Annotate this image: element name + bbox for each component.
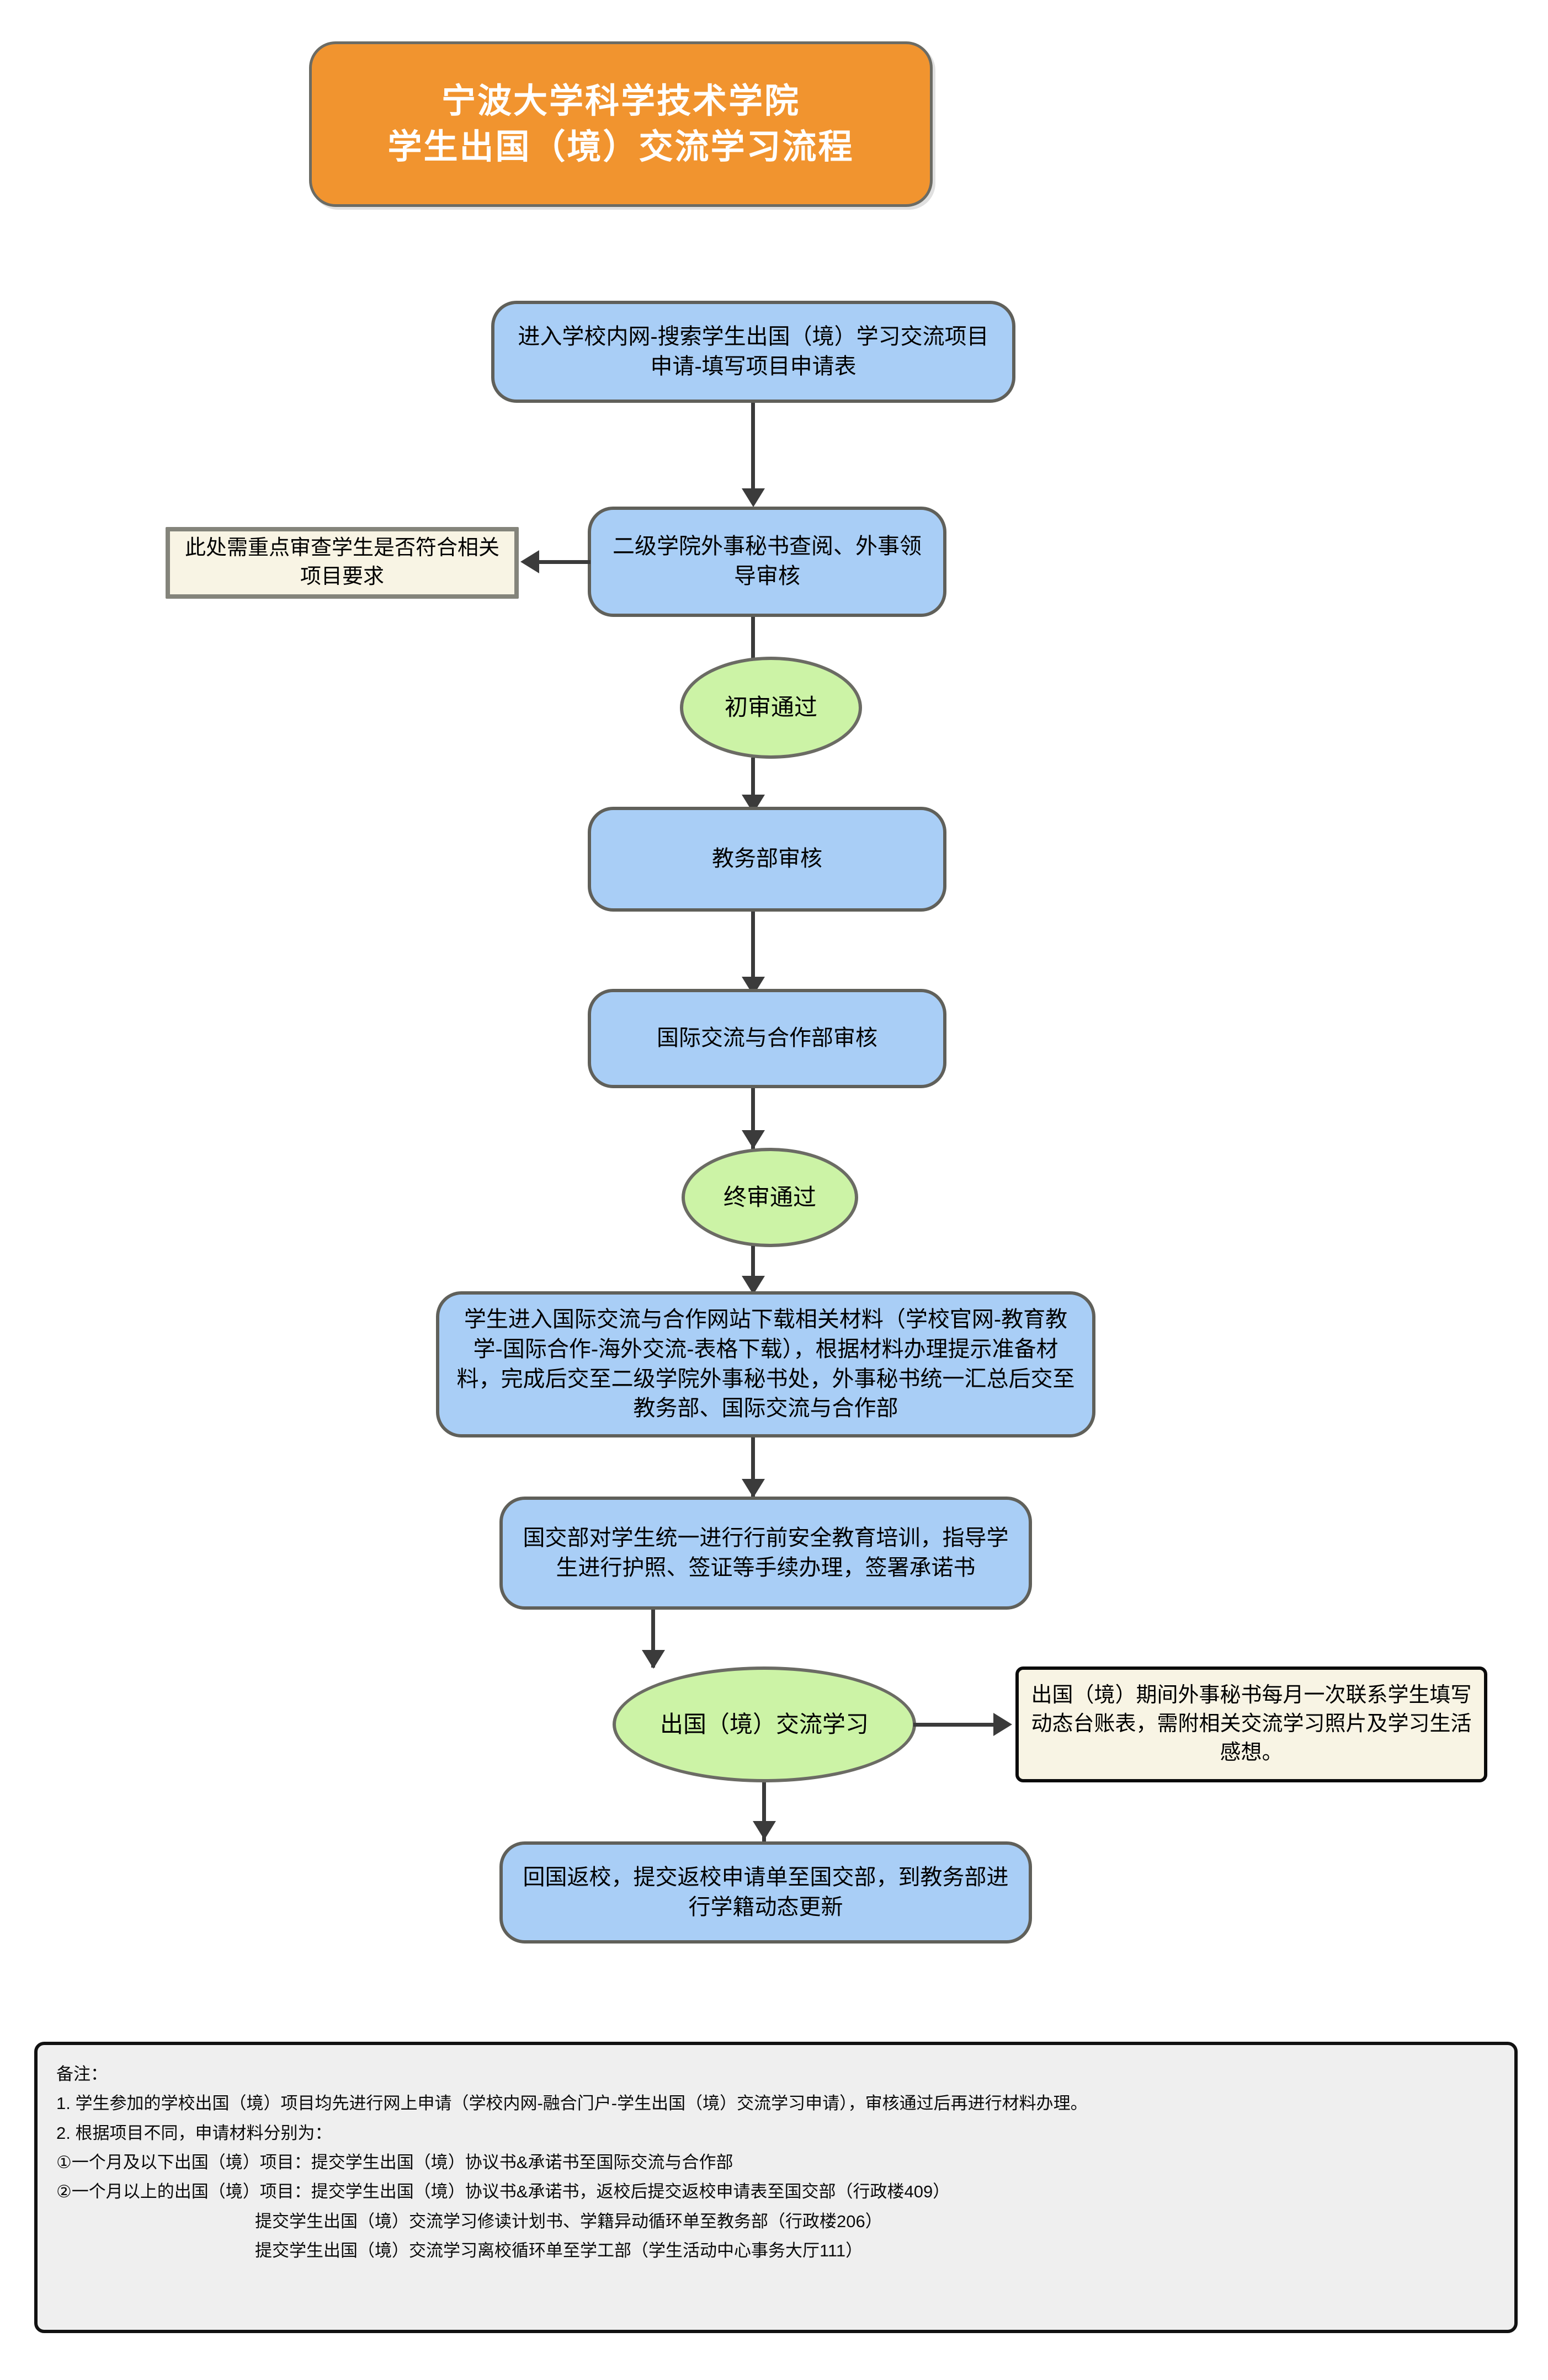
connector-step6-gate3	[651, 1610, 655, 1668]
chart-title-banner: 宁波大学科学技术学院 学生出国（境）交流学习流程	[309, 41, 933, 207]
footer-remarks-box: 备注： 1. 学生参加的学校出国（境）项目均先进行网上申请（学校内网-融合门户-…	[34, 2042, 1518, 2333]
note-left-label: 此处需重点审查学生是否符合相关项目要求	[184, 536, 499, 588]
node-gate3-label: 出国（境）交流学习	[659, 1711, 869, 1737]
connector-step5-step6	[751, 1437, 755, 1498]
arrowhead-step1-step2	[742, 488, 765, 507]
title-line-1: 宁波大学科学技术学院	[441, 82, 800, 120]
node-step5-download-materials: 学生进入国际交流与合作网站下载相关材料（学校官网-教育教学-国际合作-海外交流-…	[436, 1291, 1095, 1437]
connector-gate1-step3	[751, 758, 755, 805]
node-gate1-preliminary-approved: 初审通过	[680, 657, 862, 759]
connector-gate3-note-right	[913, 1723, 996, 1727]
node-gate2-label: 终审通过	[723, 1184, 816, 1210]
connector-gate3-step7	[762, 1782, 766, 1843]
connector-step4-gate2	[751, 1088, 755, 1149]
footer-line-5: 提交学生出国（境）交流学习修读计划书、学籍异动循环单至教务部（行政楼206）	[255, 2211, 882, 2231]
node-step3-academic-affairs-review: 教务部审核	[588, 807, 946, 912]
node-step4-label: 国际交流与合作部审核	[657, 1026, 877, 1051]
note-right-monthly-ledger: 出国（境）期间外事秘书每月一次联系学生填写动态台账表，需附相关交流学习照片及学习…	[1015, 1666, 1487, 1782]
node-gate3-study-abroad: 出国（境）交流学习	[613, 1666, 916, 1782]
node-step4-international-office-review: 国际交流与合作部审核	[588, 989, 946, 1088]
node-step1-label: 进入学校内网-搜索学生出国（境）学习交流项目申请-填写项目申请表	[518, 324, 989, 379]
node-step5-label: 学生进入国际交流与合作网站下载相关材料（学校官网-教育教学-国际合作-海外交流-…	[456, 1307, 1075, 1421]
note-right-label: 出国（境）期间外事秘书每月一次联系学生填写动态台账表，需附相关交流学习照片及学习…	[1031, 1684, 1472, 1764]
node-gate1-label: 初审通过	[724, 694, 817, 721]
arrowhead-step5-step6	[742, 1479, 765, 1498]
node-step7-label: 回国返校，提交返校申请单至国交部，到教务部进行学籍动态更新	[523, 1865, 1009, 1919]
footer-line-6: 提交学生出国（境）交流学习离校循环单至学工部（学生活动中心事务大厅111）	[255, 2240, 863, 2260]
arrowhead-gate3-note-right	[993, 1713, 1012, 1736]
node-step2-label: 二级学院外事秘书查阅、外事领导审核	[613, 534, 922, 588]
arrowhead-step2-note-left	[520, 550, 539, 573]
footer-heading: 备注：	[56, 2064, 108, 2084]
footer-line-3: ①一个月及以下出国（境）项目：提交学生出国（境）协议书&承诺书至国际交流与合作部	[56, 2152, 733, 2172]
node-step1-intranet-application: 进入学校内网-搜索学生出国（境）学习交流项目申请-填写项目申请表	[491, 301, 1015, 403]
node-step7-return-to-school: 回国返校，提交返校申请单至国交部，到教务部进行学籍动态更新	[499, 1841, 1032, 1944]
node-step2-college-secretary-review: 二级学院外事秘书查阅、外事领导审核	[588, 507, 946, 617]
footer-line-2: 2. 根据项目不同，申请材料分别为：	[56, 2123, 332, 2143]
node-step6-label: 国交部对学生统一进行行前安全教育培训，指导学生进行护照、签证等手续办理，签署承诺…	[523, 1525, 1009, 1580]
connector-step3-step4	[751, 912, 755, 989]
node-step6-pretrip-safety-training: 国交部对学生统一进行行前安全教育培训，指导学生进行护照、签证等手续办理，签署承诺…	[499, 1497, 1032, 1610]
arrowhead-step6-gate3	[642, 1650, 665, 1669]
footer-line-4: ②一个月以上的出国（境）项目：提交学生出国（境）协议书&承诺书，返校后提交返校申…	[56, 2182, 950, 2202]
node-gate2-final-approved: 终审通过	[682, 1148, 858, 1247]
connector-gate2-step5	[751, 1246, 755, 1296]
connector-step2-note-left	[538, 560, 591, 564]
connector-step2-gate1	[751, 617, 755, 675]
note-left-review-requirement: 此处需重点审查学生是否符合相关项目要求	[166, 527, 519, 599]
title-line-2: 学生出国（境）交流学习流程	[387, 128, 854, 166]
node-step3-label: 教务部审核	[712, 846, 822, 871]
connector-step1-step2	[751, 403, 755, 494]
footer-line-1: 1. 学生参加的学校出国（境）项目均先进行网上申请（学校内网-融合门户-学生出国…	[56, 2094, 1088, 2113]
arrowhead-gate3-step7	[753, 1821, 776, 1840]
arrowhead-step4-gate2	[742, 1130, 765, 1149]
